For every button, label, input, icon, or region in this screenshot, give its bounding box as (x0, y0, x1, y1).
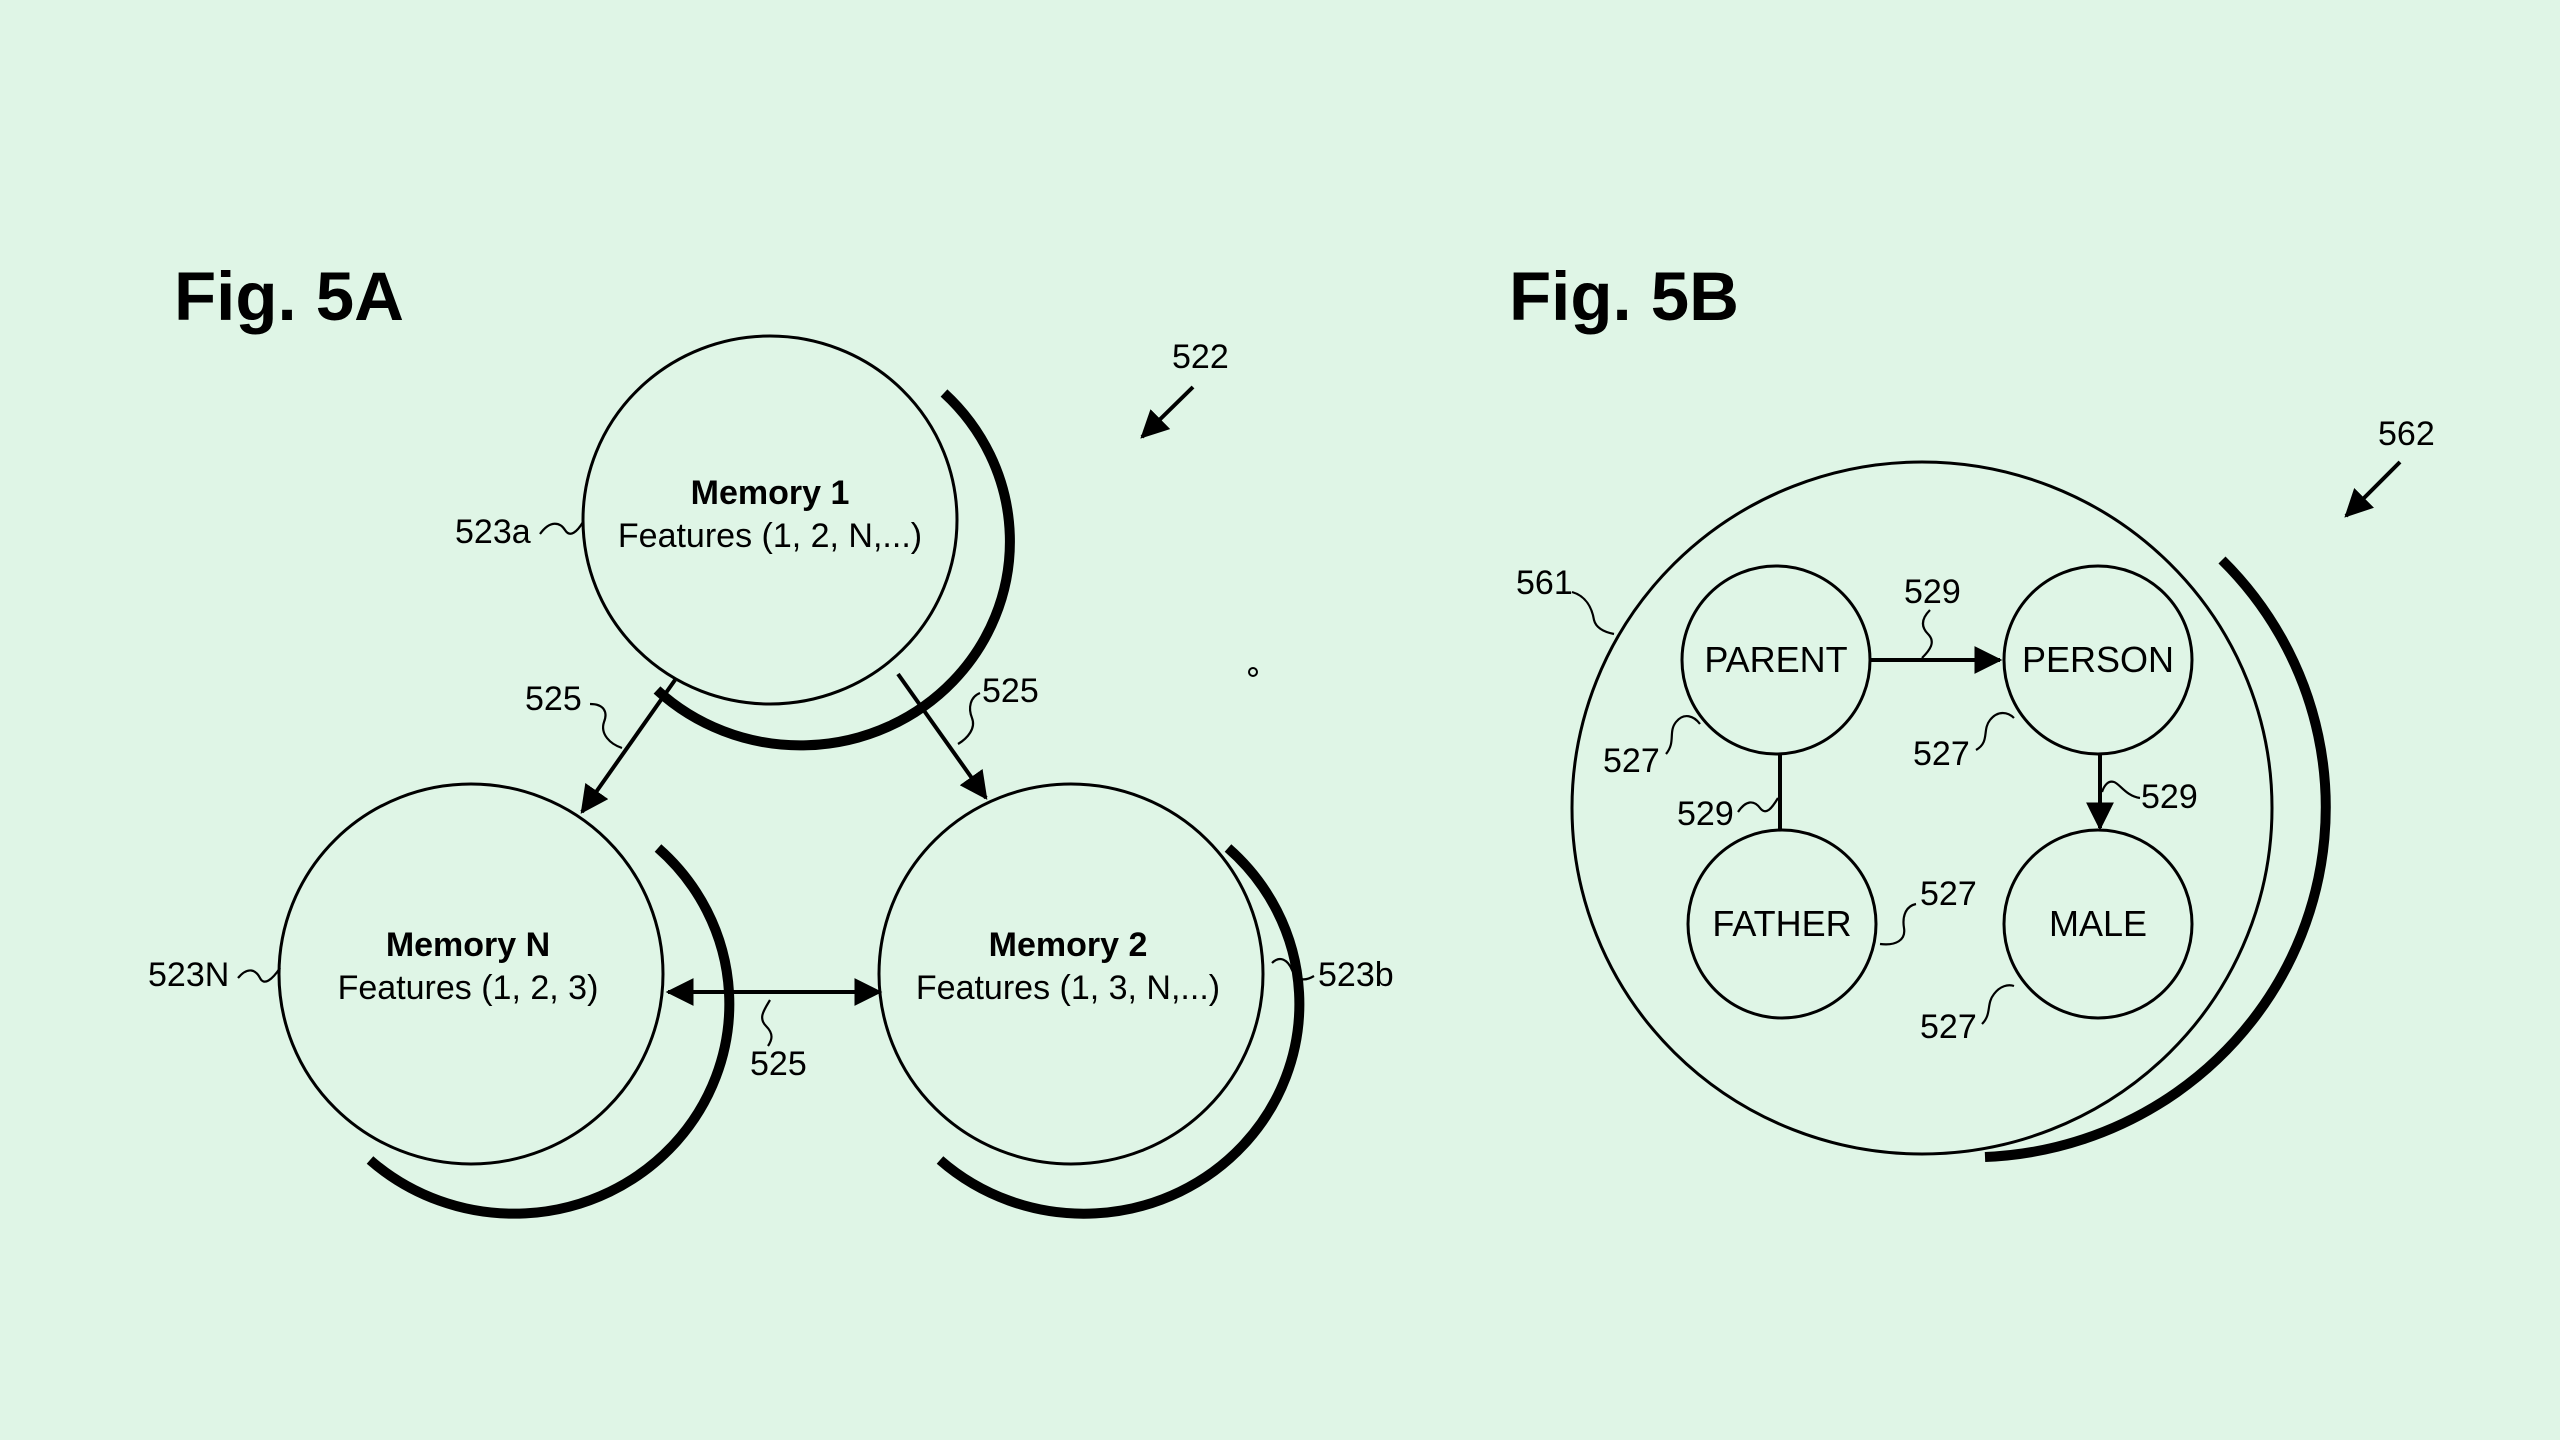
container-ref: 561 (1516, 564, 1573, 602)
link-memory1-to-memory2 (896, 672, 988, 800)
edge-parent-father-ref: 529 (1677, 795, 1734, 833)
fig-5b-title: Fig. 5B (1509, 258, 1739, 335)
memory-1-circle (581, 334, 959, 706)
fig-5b: Fig. 5B 562 561 PARENT PERSON FATHER MAL… (1509, 258, 2435, 1162)
memory-1-shadow (653, 389, 1015, 751)
node-parent-ref-leader (1665, 715, 1701, 755)
node-person-ref-leader (1975, 711, 2015, 751)
fig-5a: Fig. 5A 522 Memory 1 Features (1, 2, N,.… (148, 258, 1394, 1219)
memory-n-node: Memory N Features (1, 2, 3) (277, 782, 735, 1219)
node-parent-circle (1680, 564, 1872, 756)
node-parent-ref: 527 (1603, 742, 1660, 780)
node-male-label: MALE (2049, 903, 2147, 944)
fig-5a-title: Fig. 5A (174, 258, 404, 335)
fig-5b-ref-562-arrow (2344, 460, 2402, 518)
node-male-circle (2002, 828, 2194, 1020)
memory-2-ref: 523b (1318, 956, 1394, 994)
memory-1-ref: 523a (455, 513, 531, 551)
edge-parent-person-ref: 529 (1904, 573, 1961, 611)
edge-parent-father-ref-leader (1737, 797, 1779, 813)
memory-n-shadow (366, 844, 735, 1219)
node-parent-label: PARENT (1704, 639, 1847, 680)
node-father: FATHER (1686, 828, 1878, 1020)
link-left-ref-leader (589, 702, 623, 750)
link-left-ref: 525 (525, 680, 582, 718)
container-shadow (1984, 556, 2331, 1162)
container-ref-leader (1571, 590, 1615, 636)
memory-n-features: Features (1, 2, 3) (338, 969, 599, 1007)
memory-2-title: Memory 2 (989, 926, 1148, 964)
container-circle (1570, 460, 2274, 1156)
memory-2-ref-leader (1271, 957, 1315, 981)
memory-1-ref-leader (539, 521, 584, 535)
memory-n-title: Memory N (386, 926, 550, 964)
memory-n-ref: 523N (148, 956, 229, 994)
memory-2-shadow (936, 844, 1305, 1219)
memory-1-title: Memory 1 (691, 474, 850, 512)
link-right-ref-leader (957, 691, 981, 745)
node-father-ref-leader (1879, 902, 1917, 946)
edge-person-male-ref: 529 (2141, 778, 2198, 816)
memory-1-features: Features (1, 2, N,...) (618, 517, 922, 555)
link-memory1-to-memoryN (580, 678, 677, 814)
edge-person-male-ref-leader (2100, 780, 2141, 800)
memory-2-circle (877, 782, 1265, 1166)
memory-1-node: Memory 1 Features (1, 2, N,...) (581, 334, 1015, 751)
node-male: MALE (2002, 828, 2194, 1020)
node-male-ref: 527 (1920, 1008, 1977, 1046)
node-father-ref: 527 (1920, 875, 1977, 913)
memory-n-circle (277, 782, 665, 1166)
memory-n-ref-leader (237, 967, 281, 983)
edge-parent-person-ref-leader (1921, 609, 1933, 659)
node-person-circle (2002, 564, 2194, 756)
fig-5a-ref-522-arrow (1140, 385, 1195, 439)
node-father-circle (1686, 828, 1878, 1020)
node-parent: PARENT (1680, 564, 1872, 756)
link-right-ref: 525 (982, 672, 1039, 710)
memory-2-node: Memory 2 Features (1, 3, N,...) (877, 782, 1305, 1219)
stray-dot (1248, 667, 1258, 677)
node-person-ref: 527 (1913, 735, 1970, 773)
link-bottom-ref: 525 (750, 1045, 807, 1083)
node-person-label: PERSON (2022, 639, 2174, 680)
link-bottom-ref-leader (761, 999, 773, 1047)
node-father-label: FATHER (1712, 903, 1851, 944)
memory-2-features: Features (1, 3, N,...) (916, 969, 1220, 1007)
fig-5b-ref-562: 562 (2378, 415, 2435, 453)
node-person: PERSON (2002, 564, 2194, 756)
fig-5a-ref-522: 522 (1172, 338, 1229, 376)
node-male-ref-leader (1981, 984, 2015, 1025)
